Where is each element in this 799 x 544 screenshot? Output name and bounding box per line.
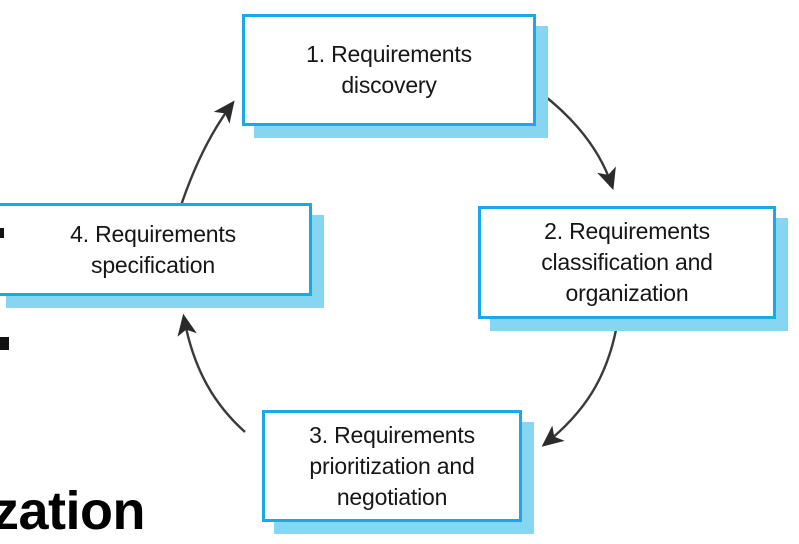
left-edge-text-fragment-bottom [0,337,9,350]
step3-box[interactable]: 3. Requirements prioritization and negot… [262,410,522,522]
step4-box[interactable]: 4. Requirements specification [0,203,312,296]
step2-label: 2. Requirements classification and organ… [541,218,713,306]
step1-box[interactable]: 1. Requirements discovery [242,14,536,126]
slide-title-fragment: zation [0,481,146,541]
arrow-step3-to-step4 [177,313,246,433]
step2-box[interactable]: 2. Requirements classification and organ… [478,206,776,319]
step3-label: 3. Requirements prioritization and negot… [309,421,475,510]
arrow-step1-to-step2 [540,92,616,191]
step1-label: 1. Requirements discovery [306,41,472,98]
left-edge-text-fragment-top [0,228,4,238]
arrow-step2-to-step3 [541,329,618,447]
step4-label: 4. Requirements specification [70,220,236,278]
